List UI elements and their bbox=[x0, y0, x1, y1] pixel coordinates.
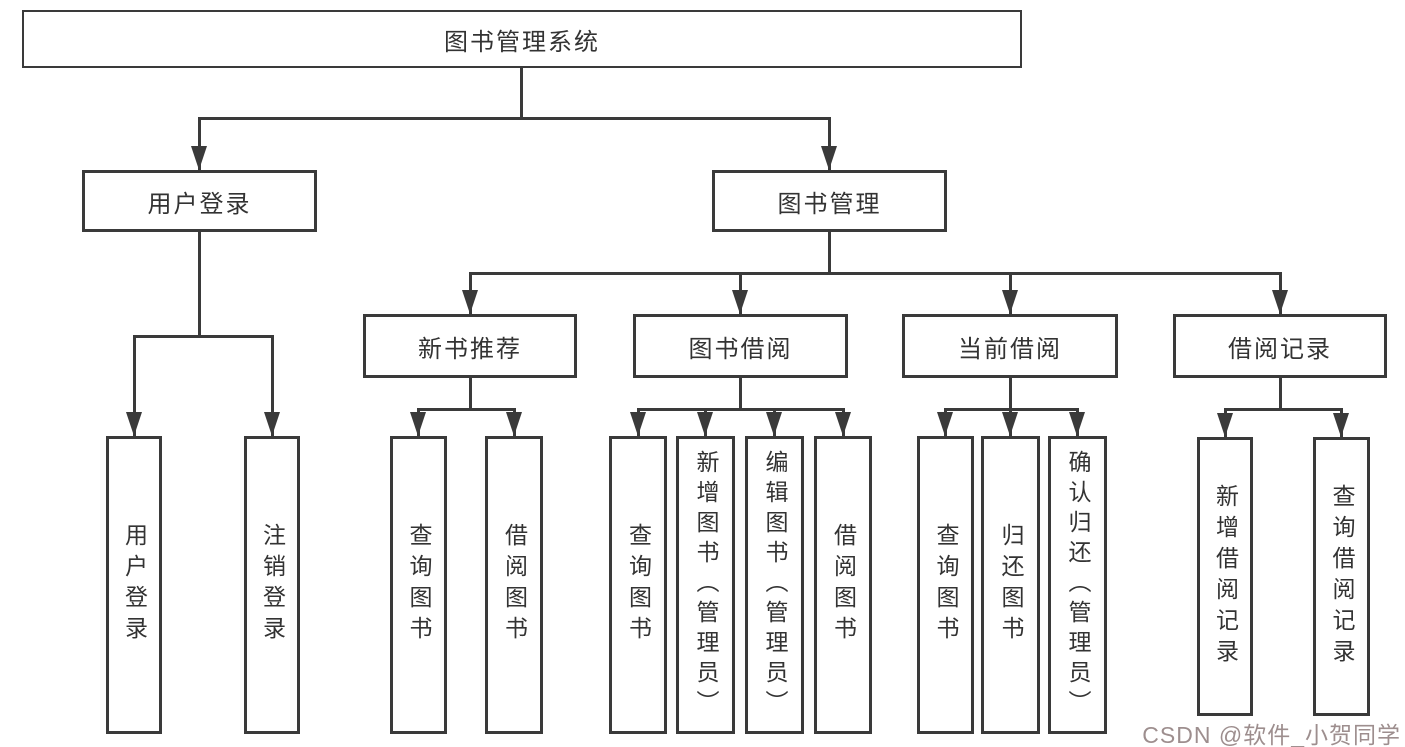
node-root: 图书管理系统 bbox=[22, 10, 1022, 68]
connector-user-login-rail bbox=[133, 335, 274, 338]
connector-root-stub bbox=[520, 68, 523, 117]
connector-drop-book-management bbox=[828, 117, 831, 170]
leaf-br-query-record-label: 查询借阅记录 bbox=[1329, 483, 1355, 670]
leaf-logout: 注销登录 bbox=[244, 436, 300, 734]
arrow-down-icon bbox=[835, 412, 851, 436]
leaf-nb-borrow-books: 借阅图书 bbox=[485, 436, 543, 734]
arrow-down-icon bbox=[697, 412, 713, 436]
connector-drop-logout-leaf bbox=[271, 335, 274, 436]
leaf-bb-query-books-label: 查询图书 bbox=[625, 523, 652, 647]
leaf-br-query-record: 查询借阅记录 bbox=[1313, 437, 1370, 716]
arrow-down-icon bbox=[462, 290, 478, 314]
node-book-management: 图书管理 bbox=[712, 170, 947, 232]
connector-cb-stub bbox=[1009, 378, 1012, 408]
leaf-cb-confirm-return: 确认归还（管理员） bbox=[1048, 436, 1107, 734]
arrow-down-icon bbox=[506, 412, 522, 436]
connector-level2-rail bbox=[198, 117, 831, 120]
connector-nb-rail bbox=[417, 408, 515, 411]
leaf-bb-borrow-books-label: 借阅图书 bbox=[830, 523, 857, 647]
leaf-cb-query-books: 查询图书 bbox=[917, 436, 974, 734]
arrow-down-icon bbox=[191, 146, 207, 170]
connector-br-stub bbox=[1279, 378, 1282, 408]
arrow-down-icon bbox=[937, 412, 953, 436]
connector-level3-rail bbox=[469, 272, 1282, 275]
leaf-cb-return-books: 归还图书 bbox=[981, 436, 1040, 734]
leaf-logout-label: 注销登录 bbox=[259, 523, 286, 647]
leaf-bb-edit-books-label: 编辑图书（管理员） bbox=[762, 450, 788, 720]
connector-bb-stub bbox=[739, 378, 742, 408]
node-borrow-records-label: 借阅记录 bbox=[1228, 335, 1332, 363]
connector-nb-stub bbox=[469, 378, 472, 408]
leaf-bb-borrow-books: 借阅图书 bbox=[814, 436, 872, 734]
leaf-user-login-label: 用户登录 bbox=[121, 523, 148, 647]
arrow-down-icon bbox=[1002, 412, 1018, 436]
arrow-down-icon bbox=[732, 290, 748, 314]
leaf-nb-query-books-label: 查询图书 bbox=[406, 523, 432, 647]
node-current-borrow: 当前借阅 bbox=[902, 314, 1118, 378]
node-book-management-label: 图书管理 bbox=[777, 190, 882, 218]
leaf-bb-edit-books: 编辑图书（管理员） bbox=[745, 436, 804, 734]
arrow-down-icon bbox=[410, 412, 426, 436]
arrow-down-icon bbox=[630, 412, 646, 436]
arrow-down-icon bbox=[1069, 412, 1085, 436]
arrow-down-icon bbox=[1333, 413, 1349, 437]
node-book-borrow: 图书借阅 bbox=[633, 314, 848, 378]
arrow-down-icon bbox=[1002, 290, 1018, 314]
connector-drop-login-leaf bbox=[133, 335, 136, 436]
arrow-down-icon bbox=[1272, 290, 1288, 314]
arrow-down-icon bbox=[766, 412, 782, 436]
connector-user-login-stub bbox=[198, 232, 201, 335]
leaf-nb-borrow-books-label: 借阅图书 bbox=[501, 523, 528, 647]
node-book-borrow-label: 图书借阅 bbox=[688, 335, 793, 363]
leaf-nb-query-books: 查询图书 bbox=[390, 436, 447, 734]
connector-bb-rail bbox=[637, 408, 844, 411]
leaf-bb-add-books-label: 新增图书（管理员） bbox=[693, 450, 719, 720]
leaf-br-add-record: 新增借阅记录 bbox=[1197, 437, 1253, 716]
leaf-bb-query-books: 查询图书 bbox=[609, 436, 667, 734]
leaf-cb-return-books-label: 归还图书 bbox=[998, 523, 1024, 647]
node-borrow-records: 借阅记录 bbox=[1173, 314, 1387, 378]
leaf-br-add-record-label: 新增借阅记录 bbox=[1212, 483, 1239, 670]
connector-book-management-stub bbox=[828, 232, 831, 272]
node-current-borrow-label: 当前借阅 bbox=[958, 335, 1062, 363]
node-new-book-recommend: 新书推荐 bbox=[363, 314, 577, 378]
arrow-down-icon bbox=[1217, 413, 1233, 437]
leaf-user-login: 用户登录 bbox=[106, 436, 162, 734]
arrow-down-icon bbox=[821, 146, 837, 170]
leaf-cb-confirm-return-label: 确认归还（管理员） bbox=[1065, 450, 1091, 720]
arrow-down-icon bbox=[126, 412, 142, 436]
leaf-cb-query-books-label: 查询图书 bbox=[933, 523, 959, 647]
node-root-label: 图书管理系统 bbox=[444, 28, 600, 56]
arrow-down-icon bbox=[264, 412, 280, 436]
connector-drop-user-login bbox=[198, 117, 201, 170]
leaf-bb-add-books: 新增图书（管理员） bbox=[676, 436, 735, 734]
csdn-watermark: CSDN @软件_小贺同学 bbox=[1142, 722, 1401, 747]
connector-br-rail bbox=[1224, 408, 1343, 411]
node-user-login-label: 用户登录 bbox=[147, 190, 252, 218]
node-user-login: 用户登录 bbox=[82, 170, 317, 232]
node-new-book-recommend-label: 新书推荐 bbox=[418, 335, 522, 363]
